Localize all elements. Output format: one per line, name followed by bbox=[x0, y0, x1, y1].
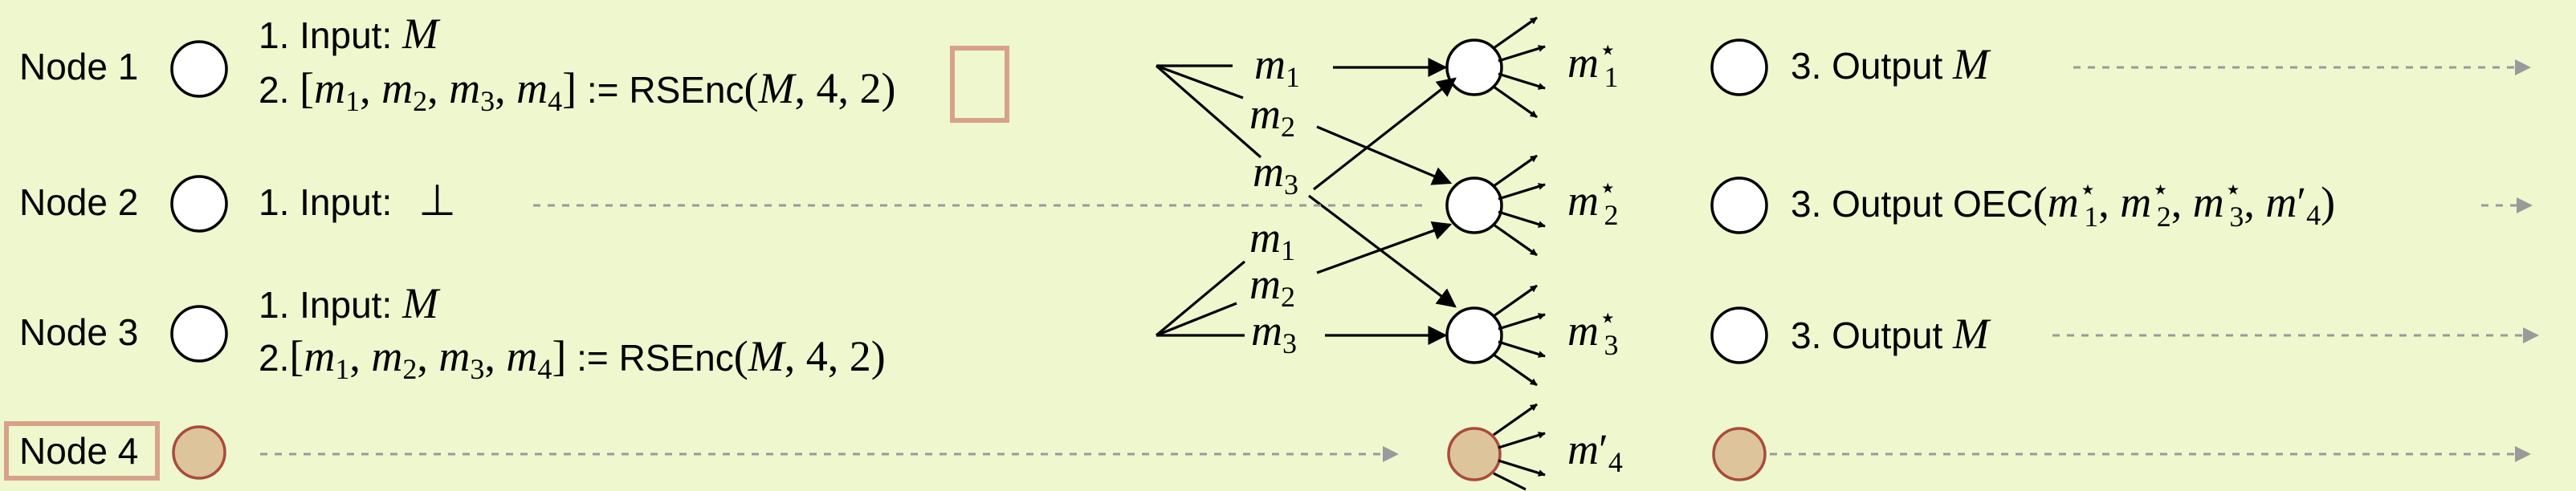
edge-label-n3-m3: m3 bbox=[1251, 306, 1297, 359]
edge-label-n1-m2: m2 bbox=[1249, 90, 1295, 143]
row-node-1: Node 1 1. Input: M 2. [m1, m2, m3, m4] :… bbox=[19, 10, 2531, 308]
node-3-out-arrow-1 bbox=[1493, 284, 1538, 318]
node-1-output: 3. Output M bbox=[1791, 40, 1991, 88]
row-node-4: Node 4 m′4 bbox=[4, 403, 2531, 491]
node-1-label: Node 1 bbox=[19, 46, 138, 87]
node-3-output-circle bbox=[1710, 306, 1768, 364]
node-4-output-circle bbox=[1712, 427, 1767, 481]
edge-n3-m1-b bbox=[1313, 77, 1457, 191]
edge-n1-m2-a bbox=[1156, 64, 1244, 99]
edge-n1-m3-b bbox=[1308, 194, 1457, 308]
node-2-step1: 1. Input: ⊥ bbox=[259, 177, 456, 225]
node-1-step2: 2. [m1, m2, m3, m4] := RSEnc(M, 4, 2) bbox=[259, 64, 895, 117]
node-2-out-arrow-1 bbox=[1493, 154, 1538, 188]
node-4-receive-circle bbox=[1447, 427, 1502, 481]
node-2-out-arrow-4 bbox=[1493, 223, 1538, 257]
edge-label-n3-m1: m1 bbox=[1249, 213, 1295, 266]
node-3-output: 3. Output M bbox=[1791, 310, 1991, 358]
node-2-output-circle bbox=[1710, 177, 1768, 234]
node-4-circle bbox=[172, 425, 226, 480]
node-3-step2: 2.[m1, m2, m3, m4] := RSEnc(M, 4, 2) bbox=[259, 332, 886, 385]
node-1-step1: 1. Input: M bbox=[259, 10, 441, 58]
node-3-received-symbol: m⋆3 bbox=[1567, 302, 1619, 361]
node-3-receive-circle bbox=[1445, 306, 1503, 364]
node-1-output-circle bbox=[1710, 39, 1768, 96]
node-4-sent-symbol: m′4 bbox=[1567, 425, 1623, 478]
node-4-out-arrow-4 bbox=[1493, 472, 1526, 491]
node-4-out-arrow-1 bbox=[1493, 403, 1538, 436]
edge-n3-m1-a bbox=[1155, 260, 1246, 337]
node-1-receive-circle bbox=[1445, 39, 1503, 96]
edge-label-n1-m1: m1 bbox=[1254, 40, 1300, 93]
node-2-label: Node 2 bbox=[19, 181, 138, 223]
node-3-out-arrow-4 bbox=[1493, 353, 1538, 387]
node-1-out-arrow-4 bbox=[1493, 85, 1538, 119]
node-4-out-arrow-3 bbox=[1498, 459, 1546, 477]
node-2-receive-circle bbox=[1445, 177, 1503, 234]
highlight-n-param bbox=[950, 46, 1009, 123]
node-1-out-arrow-3 bbox=[1498, 72, 1546, 90]
node-4-out-arrow-2 bbox=[1498, 432, 1546, 449]
edge-n1-m2-b bbox=[1316, 125, 1453, 185]
edge-n1-m3-a bbox=[1155, 64, 1262, 159]
node-2-circle bbox=[170, 175, 228, 233]
node-3-step1: 1. Input: M bbox=[259, 279, 441, 327]
row-node-2: Node 2 1. Input: ⊥ m⋆2 3. Output OEC(m⋆1… bbox=[19, 154, 2533, 257]
highlight-node-4 bbox=[4, 421, 160, 481]
node-2-out-arrow-2 bbox=[1498, 183, 1546, 201]
node-1-out-arrow-2 bbox=[1498, 45, 1546, 63]
edge-n3-m2-a bbox=[1156, 302, 1237, 337]
node-2-out-arrow-3 bbox=[1498, 210, 1546, 228]
node-3-circle bbox=[170, 305, 228, 363]
node-2-received-symbol: m⋆2 bbox=[1567, 172, 1619, 231]
node-1-received-symbol: m⋆1 bbox=[1567, 34, 1619, 93]
node-4-label: Node 4 bbox=[19, 430, 138, 472]
node-2-output: 3. Output OEC(m⋆1, m⋆2, m⋆3, m′4) bbox=[1791, 173, 2335, 233]
edge-label-n3-m2: m2 bbox=[1249, 260, 1295, 313]
node-3-out-arrow-3 bbox=[1498, 340, 1546, 358]
edge-label-n1-m3: m3 bbox=[1253, 148, 1298, 201]
node-3-label: Node 3 bbox=[19, 311, 138, 353]
node-3-out-arrow-2 bbox=[1498, 313, 1546, 331]
row-node-3: Node 3 1. Input: M 2.[m1, m2, m3, m4] :=… bbox=[19, 77, 2539, 387]
edge-n3-m2-b bbox=[1316, 221, 1453, 274]
node-1-circle bbox=[170, 40, 228, 98]
node-1-out-arrow-1 bbox=[1493, 16, 1538, 50]
